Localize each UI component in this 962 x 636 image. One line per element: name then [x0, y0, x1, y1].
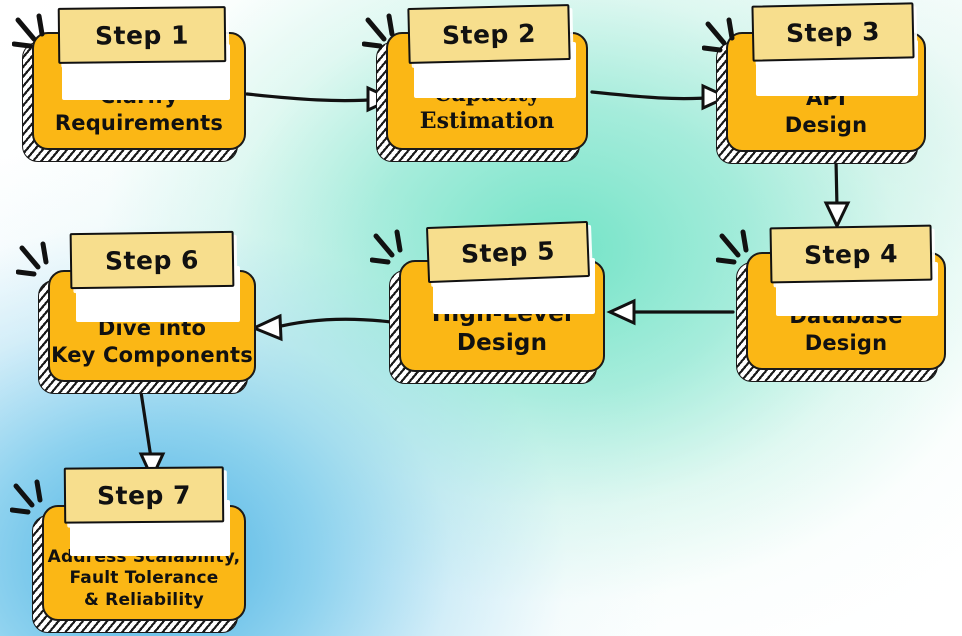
step-tag-text: Step 2: [441, 18, 537, 50]
step-tag[interactable]: Step 1: [57, 6, 227, 64]
arrow-2-to-3: [590, 83, 731, 111]
spark-icon-6: [16, 241, 49, 277]
step-node-1[interactable]: Clarify Requirements Step 1: [22, 6, 246, 162]
step-body-text: Dive into Key Components: [51, 316, 253, 367]
step-node-5[interactable]: High-Level Design Step 5: [389, 220, 605, 384]
step-node-6[interactable]: Dive into Key Components Step 6: [38, 230, 256, 394]
spark-icon-7: [10, 479, 43, 515]
step-tag-text: Step 1: [94, 20, 190, 50]
step-tag[interactable]: Step 3: [751, 2, 915, 62]
step-tag-text: Step 3: [785, 16, 881, 48]
step-tag-text: Step 5: [460, 235, 556, 269]
step-tag[interactable]: Step 2: [407, 4, 571, 64]
spark-icon-4: [716, 229, 749, 265]
spark-icon-5: [370, 229, 403, 265]
step-tag-text: Step 4: [803, 238, 899, 270]
step-node-4[interactable]: Database Design Step 4: [736, 224, 946, 382]
arrow-1-to-2: [245, 85, 396, 113]
step-tag[interactable]: Step 5: [425, 220, 591, 284]
step-tag[interactable]: Step 6: [69, 230, 235, 290]
step-node-2[interactable]: Capacity Estimation Step 2: [376, 4, 588, 162]
spark-icon-1: [12, 13, 45, 49]
step-tag-text: Step 6: [104, 244, 200, 276]
arrow-4-to-5: [606, 298, 735, 326]
spark-icon-2: [362, 13, 395, 49]
step-body-text: Address Scalability, Fault Tolerance & R…: [47, 546, 241, 610]
step-node-3[interactable]: API Design Step 3: [716, 2, 926, 164]
arrow-5-to-6: [250, 313, 393, 342]
step-node-7[interactable]: Address Scalability, Fault Tolerance & R…: [32, 466, 246, 633]
step-tag[interactable]: Step 4: [769, 224, 933, 284]
spark-icon-3: [702, 17, 735, 53]
step-tag-text: Step 7: [96, 480, 192, 510]
arrow-3-to-4: [823, 158, 851, 230]
arrow-6-to-7: [138, 390, 166, 482]
step-tag[interactable]: Step 7: [63, 466, 225, 524]
step-body: Dive into Key Components: [48, 270, 256, 382]
